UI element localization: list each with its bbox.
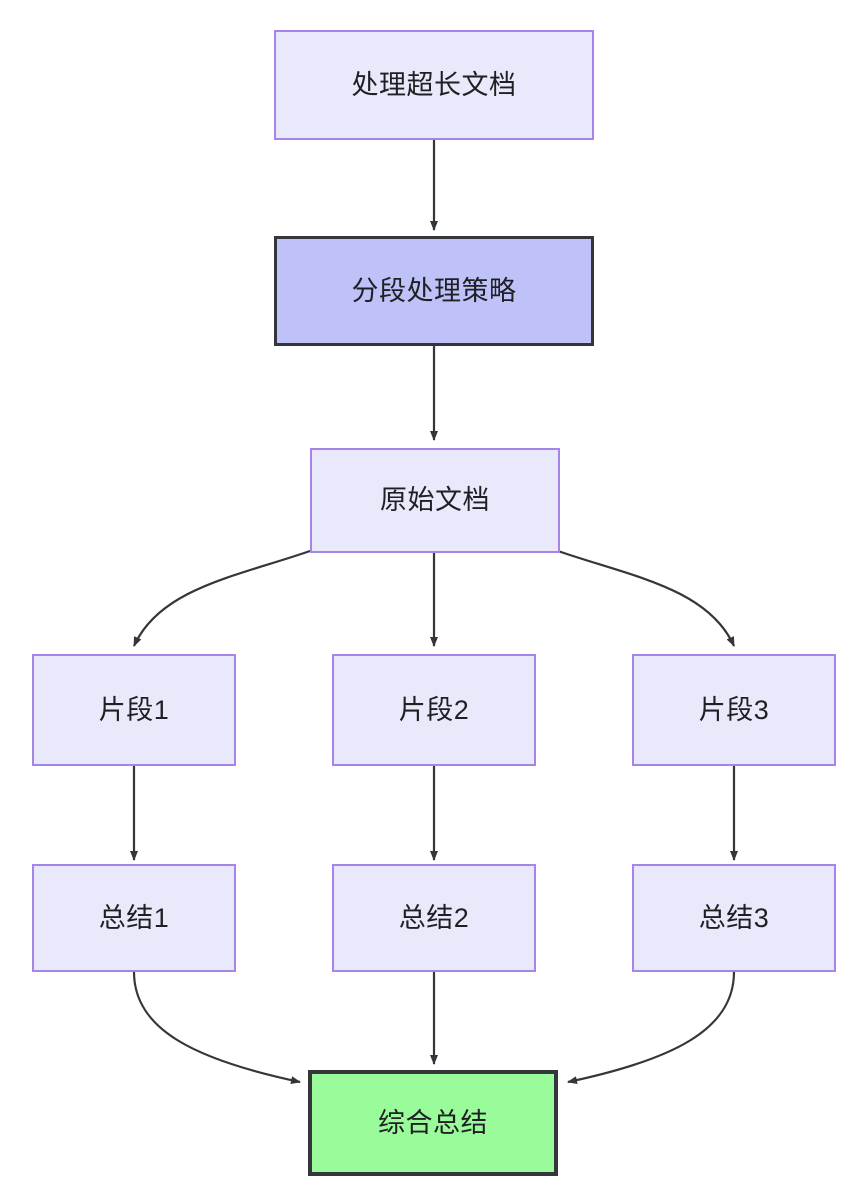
node-strategy[interactable]: 分段处理策略 (274, 236, 594, 346)
node-summary1-label: 总结1 (98, 902, 170, 933)
node-summary2-label: 总结2 (398, 902, 470, 933)
node-final-summary[interactable]: 综合总结 (308, 1070, 558, 1176)
node-doc-long-label: 处理超长文档 (351, 69, 517, 100)
node-chunk3[interactable]: 片段3 (632, 654, 836, 766)
node-doc-raw-label: 原始文档 (380, 485, 490, 516)
node-summary1[interactable]: 总结1 (32, 864, 236, 972)
node-final-summary-label: 综合总结 (378, 1107, 488, 1138)
edge-summary3-to-final (567, 971, 736, 1085)
node-summary2[interactable]: 总结2 (332, 864, 536, 972)
node-chunk2[interactable]: 片段2 (332, 654, 536, 766)
edge-summary1-to-final (132, 971, 301, 1085)
node-summary3-label: 总结3 (698, 902, 770, 933)
node-chunk3-label: 片段3 (698, 694, 770, 725)
node-chunk1-label: 片段1 (98, 694, 170, 725)
node-summary3[interactable]: 总结3 (632, 864, 836, 972)
edge-doc-raw-to-chunk1 (132, 549, 311, 647)
node-doc-long[interactable]: 处理超长文档 (274, 30, 594, 140)
edge-doc-raw-to-chunk3 (557, 549, 736, 647)
node-chunk2-label: 片段2 (398, 694, 470, 725)
node-strategy-label: 分段处理策略 (351, 275, 517, 306)
node-doc-raw[interactable]: 原始文档 (310, 448, 560, 553)
node-chunk1[interactable]: 片段1 (32, 654, 236, 766)
